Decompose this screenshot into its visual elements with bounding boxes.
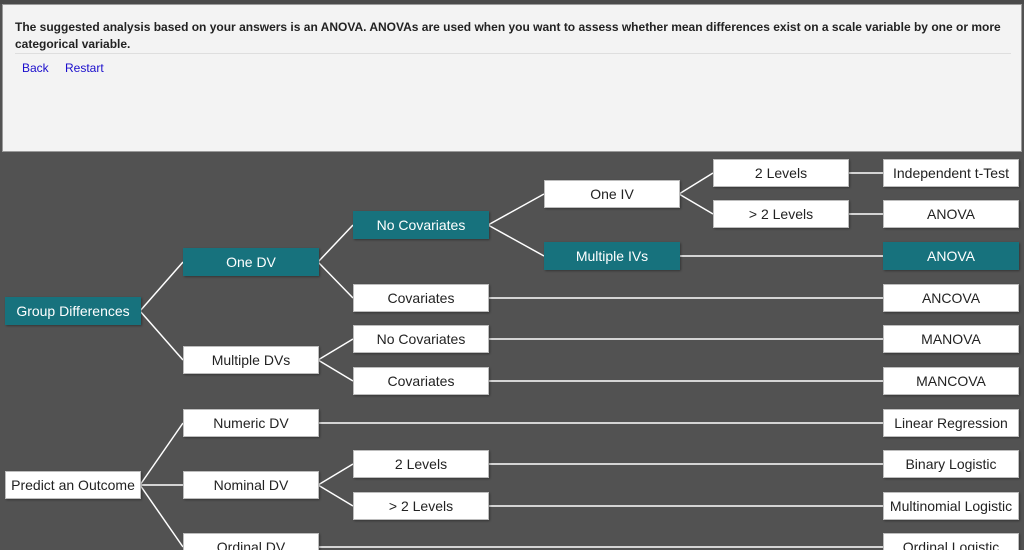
connector (139, 422, 184, 486)
node-ordinal-dv[interactable]: Ordinal DV (183, 533, 319, 550)
node-2-levels-nominal[interactable]: 2 Levels (353, 450, 489, 478)
node-covariates-multiple-dvs[interactable]: Covariates (353, 367, 489, 395)
node-no-covariates[interactable]: No Covariates (353, 211, 489, 239)
node-multiple-dvs[interactable]: Multiple DVs (183, 346, 319, 374)
connector (317, 484, 354, 507)
outcome-independent-t-test[interactable]: Independent t-Test (883, 159, 1019, 187)
connector (139, 261, 184, 312)
top-border (0, 0, 1024, 4)
node-more-than-2-levels[interactable]: > 2 Levels (713, 200, 849, 228)
node-multiple-ivs[interactable]: Multiple IVs (544, 242, 680, 270)
node-group-differences[interactable]: Group Differences (5, 297, 141, 325)
connector (139, 484, 184, 548)
tree-connectors (139, 172, 883, 548)
connector (317, 359, 354, 382)
node-no-covariates-multiple-dvs[interactable]: No Covariates (353, 325, 489, 353)
connector (487, 193, 545, 226)
outcome-anova-selected[interactable]: ANOVA (883, 242, 1019, 270)
result-message: The suggested analysis based on your ans… (15, 20, 1001, 51)
connector (678, 193, 714, 215)
outcome-mancova[interactable]: MANCOVA (883, 367, 1019, 395)
connector (317, 338, 354, 361)
connector (317, 463, 354, 486)
node-one-dv[interactable]: One DV (183, 248, 319, 276)
node-one-iv[interactable]: One IV (544, 180, 680, 208)
node-nominal-dv[interactable]: Nominal DV (183, 471, 319, 499)
restart-link[interactable]: Restart (65, 61, 104, 75)
result-panel: The suggested analysis based on your ans… (2, 4, 1022, 152)
decision-tree: Group Differences Predict an Outcome One… (0, 152, 1024, 550)
back-link[interactable]: Back (22, 61, 49, 75)
outcome-ancova[interactable]: ANCOVA (883, 284, 1019, 312)
connector (317, 261, 354, 299)
outcome-multinomial-logistic[interactable]: Multinomial Logistic (883, 492, 1019, 520)
outcome-ordinal-logistic[interactable]: Ordinal Logistic (883, 533, 1019, 550)
node-more-than-2-levels-nominal[interactable]: > 2 Levels (353, 492, 489, 520)
outcome-binary-logistic[interactable]: Binary Logistic (883, 450, 1019, 478)
connector (139, 310, 184, 361)
node-numeric-dv[interactable]: Numeric DV (183, 409, 319, 437)
connector (317, 224, 354, 263)
outcome-manova[interactable]: MANOVA (883, 325, 1019, 353)
node-covariates[interactable]: Covariates (353, 284, 489, 312)
connector (678, 172, 714, 195)
node-2-levels[interactable]: 2 Levels (713, 159, 849, 187)
outcome-linear-regression[interactable]: Linear Regression (883, 409, 1019, 437)
divider (15, 53, 1011, 54)
outcome-anova[interactable]: ANOVA (883, 200, 1019, 228)
connector (487, 224, 545, 257)
node-predict-an-outcome[interactable]: Predict an Outcome (5, 471, 141, 499)
